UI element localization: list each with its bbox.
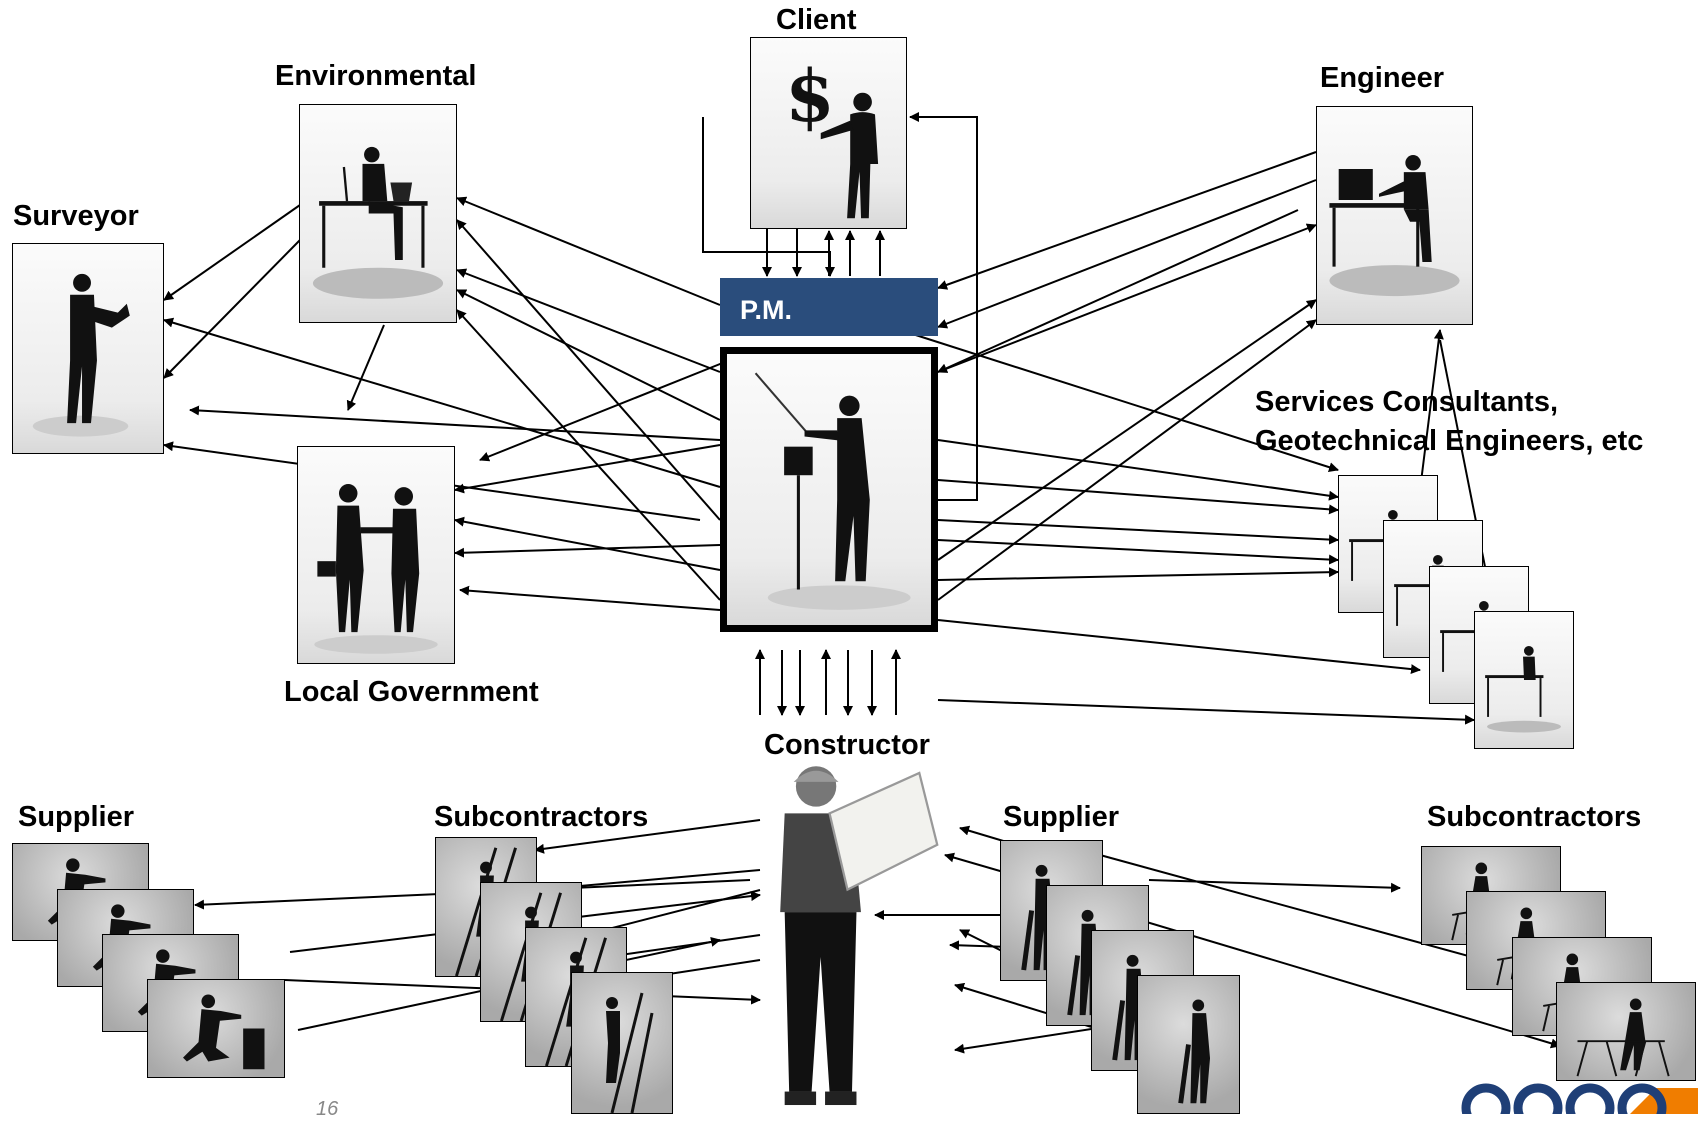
person-at-desk-icon bbox=[312, 146, 444, 299]
surveyor-reading-icon bbox=[32, 273, 130, 437]
connection-arrow bbox=[937, 151, 1317, 290]
connection-arrow bbox=[937, 299, 1317, 561]
connection-arrow bbox=[456, 289, 721, 421]
connection-arrow bbox=[937, 223, 1317, 373]
services-consultant-photo bbox=[1474, 611, 1574, 749]
client-with-dollar-sign-icon: $ bbox=[785, 54, 879, 219]
connection-arrow bbox=[456, 268, 721, 373]
project-manager-photo bbox=[720, 347, 938, 632]
connection-arrow bbox=[454, 544, 721, 558]
supplier-right-label: Supplier bbox=[1003, 801, 1120, 833]
connection-arrow bbox=[937, 209, 1299, 373]
surveyor-photo bbox=[12, 243, 164, 454]
geotechnical-engineers-label: Geotechnical Engineers, etc bbox=[1255, 425, 1644, 457]
connection-arrow bbox=[937, 519, 1339, 545]
client-photo: $ bbox=[750, 37, 907, 229]
connection-arrow bbox=[534, 819, 761, 854]
subcontractors-left-label: Subcontractors bbox=[434, 801, 649, 833]
person-at-computer-icon bbox=[1329, 155, 1460, 297]
supplier-right-photo bbox=[1137, 975, 1240, 1114]
connection-arrow bbox=[163, 239, 301, 379]
connection-arrow bbox=[1139, 919, 1561, 1049]
page-number: 16 bbox=[316, 1098, 339, 1120]
connection-arrow bbox=[937, 619, 1421, 675]
connection-arrow bbox=[937, 179, 1317, 329]
engineer-label: Engineer bbox=[1320, 62, 1445, 94]
company-logo-icon bbox=[1461, 1083, 1698, 1114]
client-label: Client bbox=[776, 4, 857, 36]
connection-arrow bbox=[937, 567, 1339, 581]
project-manager-box: P.M. bbox=[720, 278, 938, 336]
svg-text:$: $ bbox=[785, 54, 835, 138]
worker-on-ladder-icon bbox=[606, 992, 654, 1113]
connection-arrow bbox=[454, 516, 721, 571]
local-government-label: Local Government bbox=[284, 676, 539, 708]
constructor-label: Constructor bbox=[764, 729, 930, 761]
subcontractor-right-photo bbox=[1556, 982, 1696, 1081]
services-consultants-label: Services Consultants, bbox=[1255, 386, 1558, 418]
constructor-reading-plans-icon bbox=[780, 766, 939, 1106]
connection-arrow bbox=[346, 324, 385, 411]
environmental-label: Environmental bbox=[275, 60, 477, 92]
connection-arrow bbox=[702, 117, 835, 277]
connection-arrow bbox=[937, 539, 1339, 565]
connection-arrow bbox=[456, 196, 721, 306]
supplier-left-label: Supplier bbox=[18, 801, 135, 833]
connection-arrow bbox=[456, 309, 721, 601]
surveyor-label: Surveyor bbox=[13, 200, 139, 232]
connection-arrow bbox=[456, 219, 721, 521]
connection-arrow bbox=[1148, 879, 1401, 893]
person-at-desk-icon bbox=[1485, 646, 1561, 733]
local-government-photo bbox=[297, 446, 455, 664]
environmental-photo bbox=[299, 104, 457, 323]
connection-arrow bbox=[454, 444, 721, 494]
worker-with-jackhammer-icon bbox=[1178, 999, 1211, 1104]
connection-arrow bbox=[163, 204, 301, 301]
connection-arrow bbox=[937, 479, 1339, 515]
handshake-icon bbox=[314, 484, 438, 654]
subcontractors-right-label: Subcontractors bbox=[1427, 801, 1642, 833]
engineer-photo bbox=[1316, 106, 1473, 325]
connection-arrow bbox=[189, 405, 721, 441]
worker-kneeling-icon bbox=[183, 994, 265, 1070]
connection-arrow bbox=[899, 329, 1339, 473]
connection-arrow bbox=[937, 319, 1317, 601]
constructor-photo bbox=[735, 755, 960, 1114]
subcontractor-left-photo bbox=[571, 972, 673, 1114]
company-logo bbox=[1456, 1078, 1698, 1114]
connection-arrow bbox=[479, 359, 731, 462]
conductor-icon bbox=[754, 372, 911, 610]
supplier-left-photo bbox=[147, 979, 285, 1078]
connection-arrow bbox=[163, 317, 721, 488]
connection-arrow bbox=[937, 699, 1475, 725]
worker-at-sawhorse-icon bbox=[1576, 998, 1670, 1077]
connection-arrow bbox=[459, 585, 721, 611]
connection-arrow bbox=[937, 439, 1339, 501]
